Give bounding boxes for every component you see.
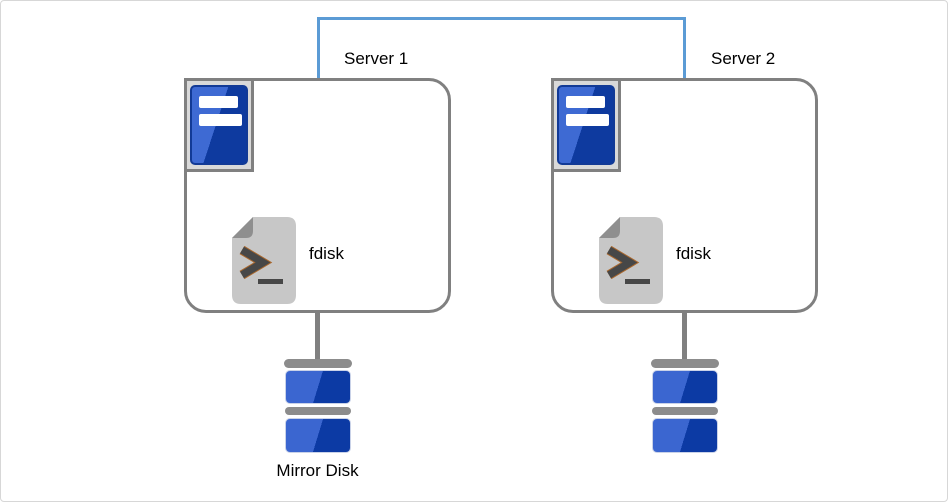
fdisk-label: fdisk: [676, 244, 711, 263]
disk-icon: [651, 359, 719, 453]
server-tower-icon: [190, 85, 248, 165]
terminal-file-icon: [599, 217, 663, 304]
disk-connector-line: [682, 311, 687, 361]
mirror-disk-icon: [284, 359, 352, 453]
server-interconnect-line: [317, 17, 686, 78]
terminal-file-icon: [232, 217, 296, 304]
fdisk-label: fdisk: [309, 244, 344, 263]
server2-label: Server 2: [711, 49, 776, 68]
disk-connector-line: [315, 311, 320, 361]
mirror-disk-label: Mirror Disk: [276, 461, 359, 480]
server1-label: Server 1: [344, 49, 409, 68]
server-icon: [551, 78, 621, 172]
server-icon: [184, 78, 254, 172]
server-tower-icon: [557, 85, 615, 165]
server2-group: Server 2 fdisk: [551, 18, 818, 488]
server1-group: Server 1 fdisk Mirror Disk: [184, 18, 451, 488]
